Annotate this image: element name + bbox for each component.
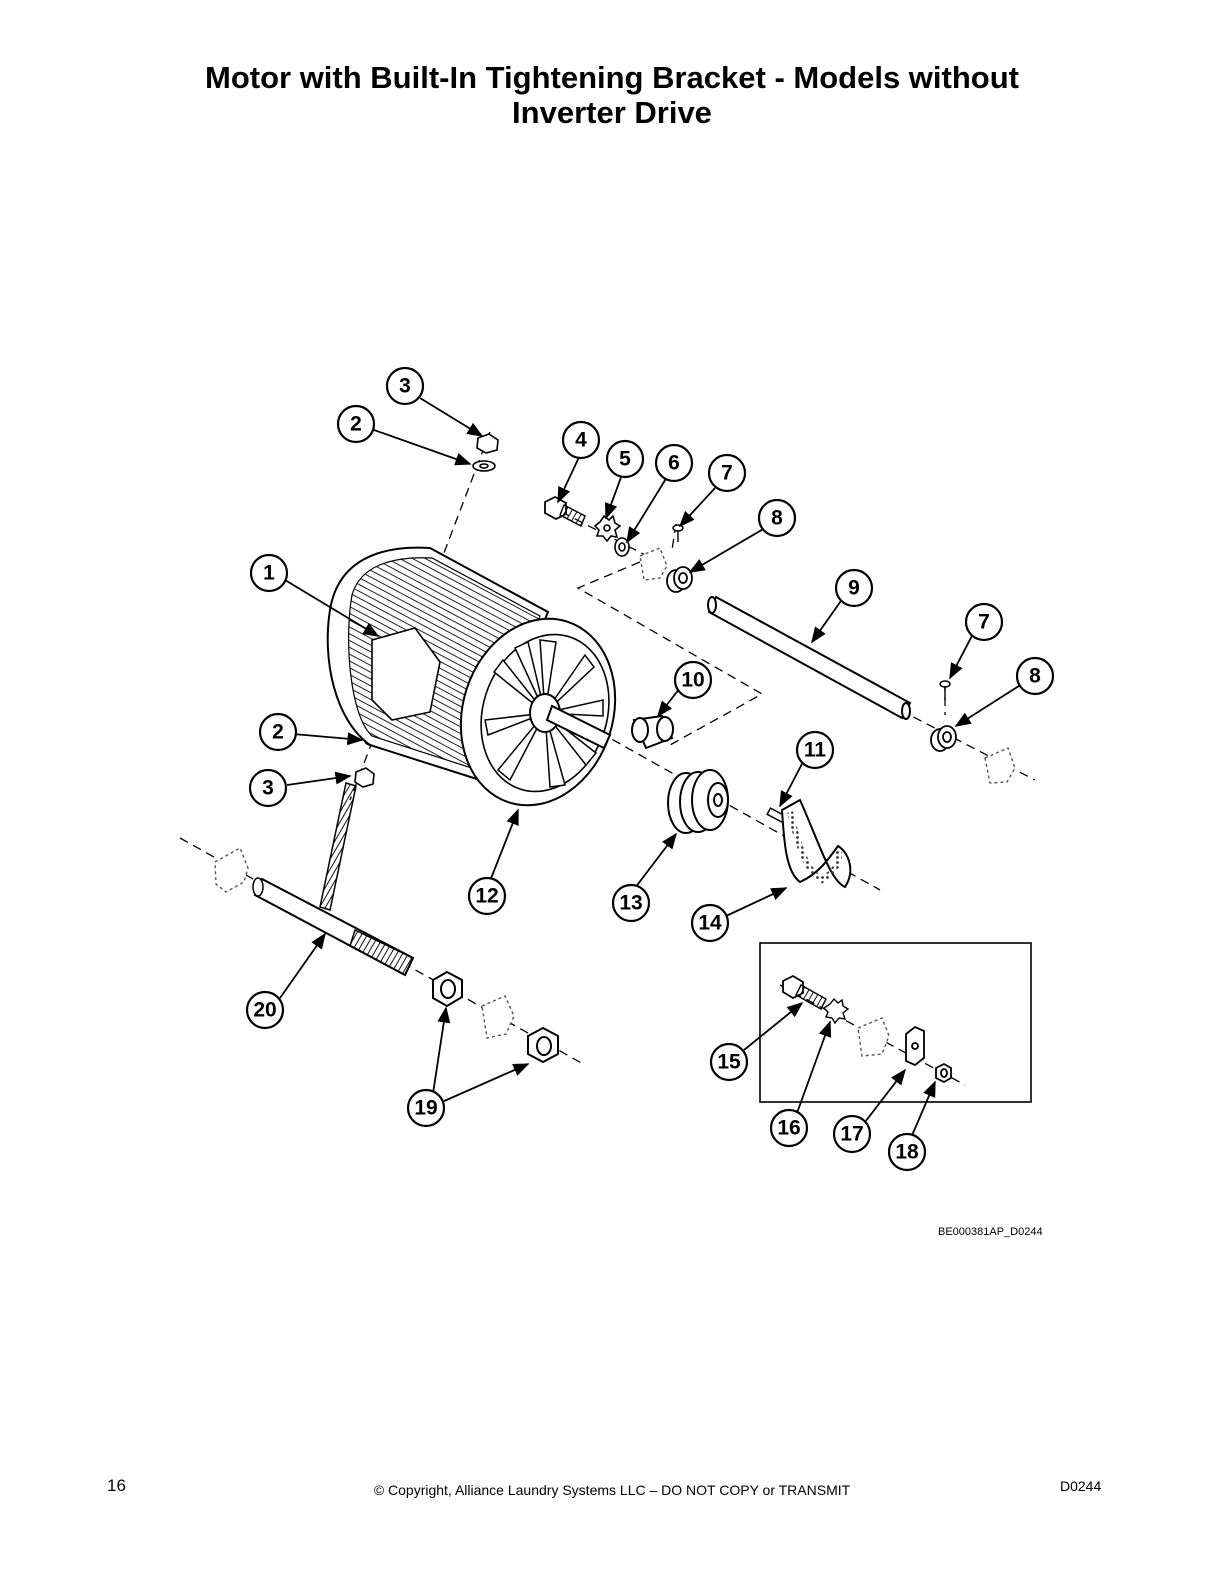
hex-nut-lower xyxy=(527,1026,559,1064)
callout-17: 17 xyxy=(832,1114,872,1154)
svg-text:5: 5 xyxy=(619,448,631,471)
svg-text:7: 7 xyxy=(721,462,733,485)
shaft xyxy=(707,595,912,720)
page-number: 16 xyxy=(107,1476,126,1495)
callout-18: 18 xyxy=(887,1132,927,1172)
svg-text:3: 3 xyxy=(399,375,411,398)
bushing xyxy=(631,714,674,750)
hex-nut-upper xyxy=(432,970,463,1008)
callout-2-bottom: 2 xyxy=(258,712,298,752)
bushing-8a xyxy=(666,566,693,593)
svg-text:20: 20 xyxy=(253,999,276,1022)
callout-7-right: 7 xyxy=(964,602,1004,642)
svg-text:19: 19 xyxy=(414,1097,437,1120)
screw-7b xyxy=(939,680,951,700)
copyright-notice: © Copyright, Alliance Laundry Systems LL… xyxy=(373,1482,851,1498)
bushing-8b xyxy=(930,725,957,752)
star-washer-5 xyxy=(593,514,622,543)
svg-text:18: 18 xyxy=(895,1141,919,1164)
belt xyxy=(780,798,852,889)
bolt-15 xyxy=(782,974,827,1010)
washer-6 xyxy=(614,537,630,557)
svg-text:14: 14 xyxy=(698,912,722,935)
page-title: Motor with Built-In Tightening Bracket -… xyxy=(0,60,1224,130)
document-number: D0244 xyxy=(1060,1478,1102,1494)
page-title-line1: Motor with Built-In Tightening Bracket -… xyxy=(205,60,1019,95)
star-washer-16 xyxy=(822,997,850,1025)
svg-text:4: 4 xyxy=(575,429,587,452)
svg-text:10: 10 xyxy=(681,669,704,692)
ghost-brackets xyxy=(214,547,1016,1057)
callout-4: 4 xyxy=(561,420,601,460)
svg-text:15: 15 xyxy=(717,1051,741,1074)
motor xyxy=(326,546,617,807)
callout-1: 1 xyxy=(249,553,289,593)
callout-3-bottom: 3 xyxy=(248,768,288,808)
svg-text:11: 11 xyxy=(804,739,827,762)
callout-11: 11 xyxy=(795,730,835,770)
callout-13: 13 xyxy=(611,883,651,923)
bracket-kit-inset xyxy=(759,942,1032,1103)
svg-text:2: 2 xyxy=(350,413,362,436)
callout-5: 5 xyxy=(605,439,645,479)
drawing-code: BE000381AP_D0244 xyxy=(938,1226,1043,1238)
nut-upper xyxy=(476,433,499,454)
svg-text:13: 13 xyxy=(619,892,642,915)
svg-text:6: 6 xyxy=(668,452,680,475)
callout-6: 6 xyxy=(654,443,694,483)
callout-3-top: 3 xyxy=(385,366,425,406)
callout-15: 15 xyxy=(709,1042,749,1082)
fan-blades xyxy=(484,639,604,788)
callout-9: 9 xyxy=(834,568,874,608)
svg-text:8: 8 xyxy=(771,507,783,530)
pulley xyxy=(667,769,729,834)
svg-text:1: 1 xyxy=(263,562,275,585)
svg-text:16: 16 xyxy=(777,1117,800,1140)
adjusting-rod xyxy=(252,782,415,977)
svg-text:8: 8 xyxy=(1029,665,1041,688)
callout-20: 20 xyxy=(245,990,285,1030)
svg-text:7: 7 xyxy=(978,611,990,634)
callout-8-top: 8 xyxy=(757,498,797,538)
leader-lines xyxy=(279,397,1023,1141)
callout-8-right: 8 xyxy=(1015,656,1055,696)
washer-upper xyxy=(472,460,496,472)
svg-text:9: 9 xyxy=(848,577,860,600)
callout-14: 14 xyxy=(690,903,730,943)
callout-2-top: 2 xyxy=(336,404,376,444)
bracket-17 xyxy=(905,1025,925,1067)
nut-lower xyxy=(354,767,375,788)
nut-18 xyxy=(935,1062,952,1084)
callout-16: 16 xyxy=(769,1108,809,1148)
svg-text:12: 12 xyxy=(475,885,498,908)
callout-19: 19 xyxy=(406,1088,446,1128)
callout-7-top: 7 xyxy=(707,453,747,493)
svg-text:17: 17 xyxy=(840,1123,863,1146)
callout-10: 10 xyxy=(673,660,713,700)
page-title-line2: Inverter Drive xyxy=(512,95,712,130)
callout-12: 12 xyxy=(467,876,507,916)
svg-text:3: 3 xyxy=(262,777,274,800)
svg-text:2: 2 xyxy=(272,721,284,744)
